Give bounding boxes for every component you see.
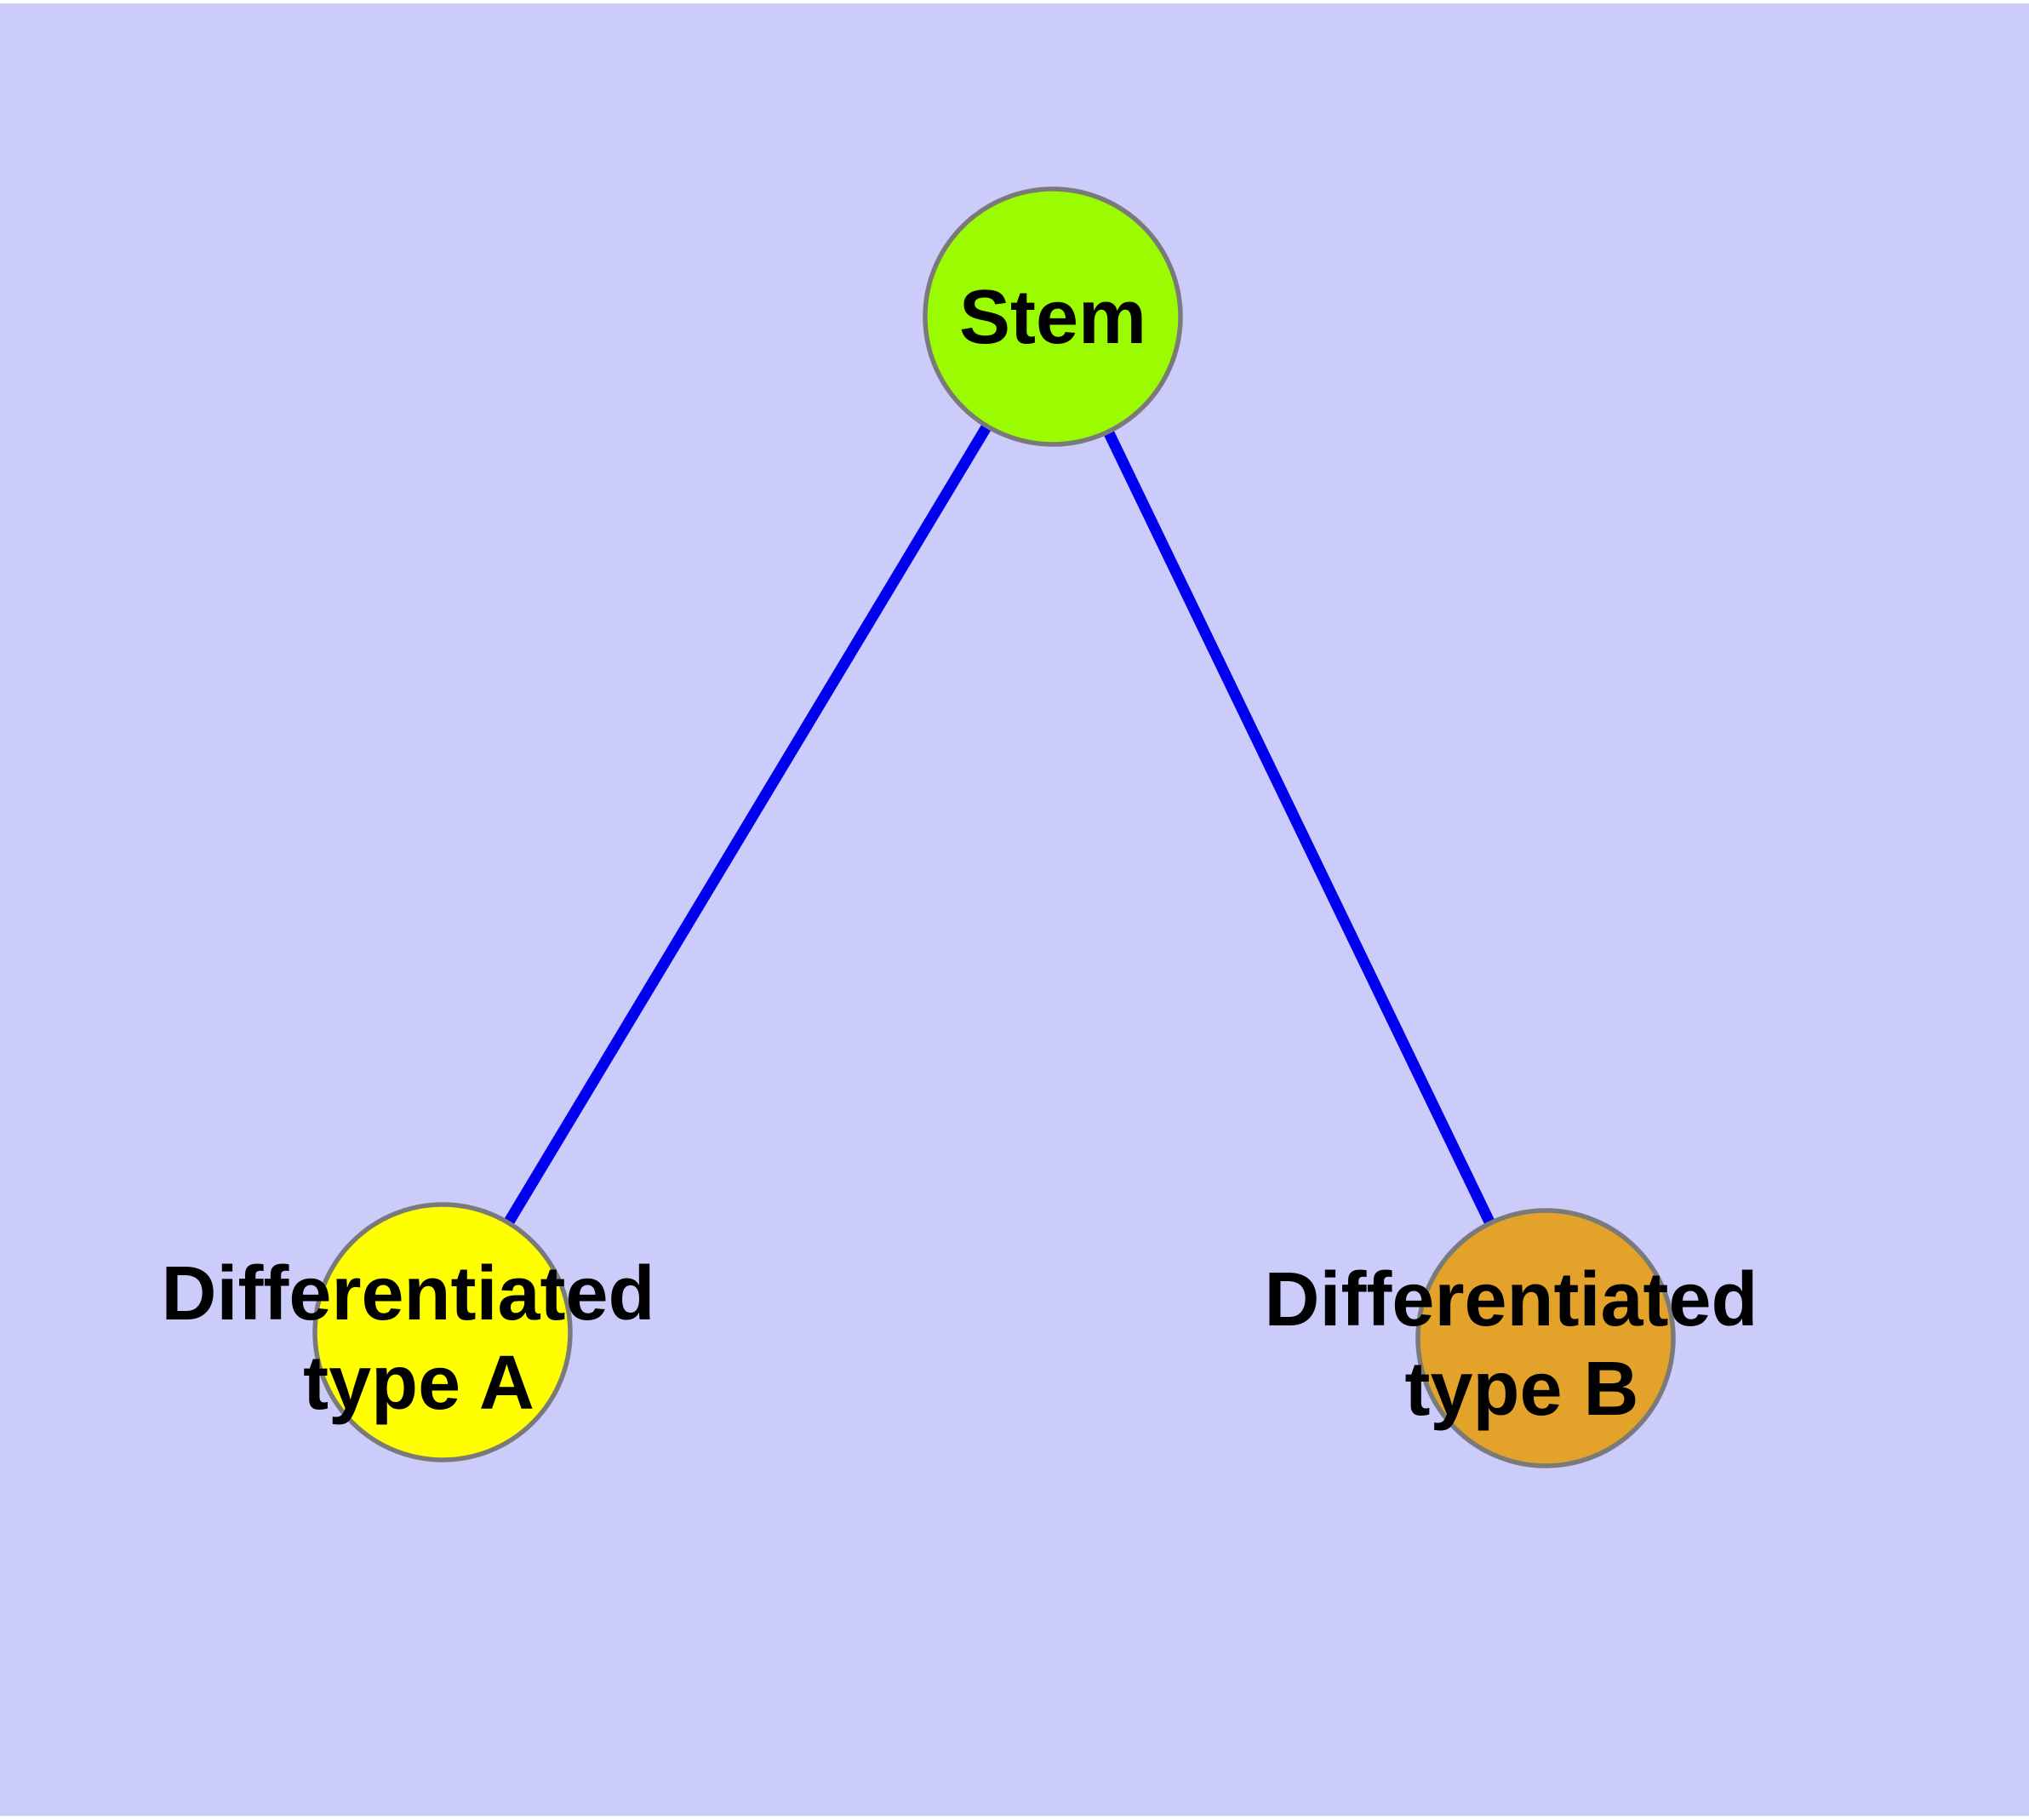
node-stem-label: Stem xyxy=(959,275,1146,360)
edge-stem-to-type-b xyxy=(1047,311,1552,1344)
node-stem: Stem xyxy=(923,186,1183,447)
node-type-a: Differentiated type A xyxy=(161,1202,676,1462)
node-type-b: Differentiated type B xyxy=(1264,1208,1779,1468)
node-type-b-circle xyxy=(1415,1208,1676,1468)
node-type-a-label-line2: type A xyxy=(303,1341,534,1426)
node-stem-circle xyxy=(923,186,1183,447)
node-type-a-circle xyxy=(312,1202,573,1462)
node-type-b-label-line2: type B xyxy=(1404,1347,1638,1432)
node-type-a-label: Differentiated type A xyxy=(161,1251,676,1426)
node-type-b-label: Differentiated type B xyxy=(1264,1257,1779,1432)
node-type-a-label-line1: Differentiated xyxy=(161,1251,654,1336)
node-type-b-label-line1: Differentiated xyxy=(1264,1257,1758,1342)
edge-stem-to-type-a xyxy=(437,311,1059,1338)
